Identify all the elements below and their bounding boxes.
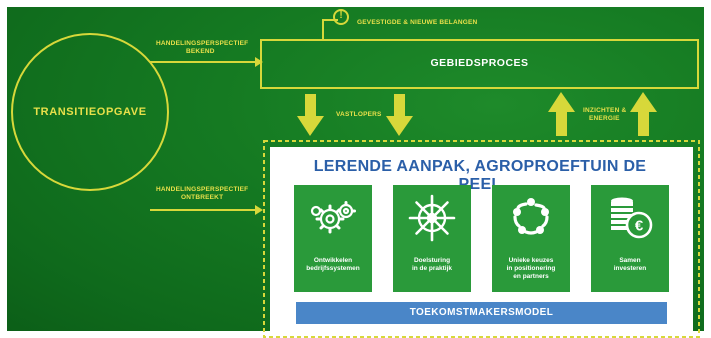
card-unieke-keuzes: Unieke keuzes in positionering en partne… xyxy=(492,185,570,292)
ship-wheel-icon xyxy=(408,194,456,242)
card-label: Doelsturing in de praktijk xyxy=(411,257,453,272)
toekomstmakersmodel-bar: TOEKOMSTMAKERSMODEL xyxy=(296,302,667,324)
ontbreekt-label-1: HANDELINGSPERSPECTIEF xyxy=(156,186,249,193)
alert-icon: ! xyxy=(339,10,343,21)
toekomstmakersmodel-label: TOEKOMSTMAKERSMODEL xyxy=(409,307,554,318)
card-bedrijfssystemen: Ontwikkelen bedrijfssystemen xyxy=(294,185,372,292)
arrowhead-bekend xyxy=(255,57,263,67)
up-arrow-2-shaft xyxy=(638,112,649,136)
down-arrow-2-shaft xyxy=(394,94,405,116)
arrowhead-ontbreekt xyxy=(255,205,263,215)
up-arrow-2-head xyxy=(630,92,657,112)
ontbreekt-label-2: ONTBREEKT xyxy=(181,194,224,201)
up-arrow-1-head xyxy=(548,92,575,112)
alert-label: GEVESTIGDE & NIEUWE BELANGEN xyxy=(357,19,478,26)
svg-text:€: € xyxy=(635,218,644,235)
inzichten-label-2: ENERGIE xyxy=(589,115,620,122)
euro-coins-icon: € xyxy=(611,197,653,239)
down-arrow-2-head xyxy=(386,116,413,136)
process-label: GEBIEDSPROCES xyxy=(430,57,529,69)
people-circle-icon xyxy=(513,198,549,235)
down-arrow-1-head xyxy=(297,116,324,136)
alert-connector xyxy=(322,19,338,40)
gears-icon xyxy=(310,201,356,234)
card-label: Ontwikkelen bedrijfssystemen xyxy=(306,257,360,272)
bekend-label-2: BEKEND xyxy=(186,48,215,55)
up-arrow-1-shaft xyxy=(556,112,567,136)
transitie-label: TRANSITIEOPGAVE xyxy=(33,106,147,118)
down-arrow-1-shaft xyxy=(305,94,316,116)
process-box xyxy=(260,39,699,89)
card-samen-investeren: € Samen investeren xyxy=(591,185,669,292)
panel-dashed-border xyxy=(263,140,700,338)
card-doelsturing: Doelsturing in de praktijk xyxy=(393,185,471,292)
alert-icon-circle xyxy=(333,9,349,25)
inzichten-label-1: INZICHTEN & xyxy=(583,107,627,114)
card-label: Samen investeren xyxy=(613,257,647,272)
vastlopers-label: VASTLOPERS xyxy=(336,111,382,118)
transitie-circle xyxy=(11,33,169,191)
bekend-label-1: HANDELINGSPERSPECTIEF xyxy=(156,40,249,47)
card-label: Unieke keuzes in positionering en partne… xyxy=(506,257,556,280)
